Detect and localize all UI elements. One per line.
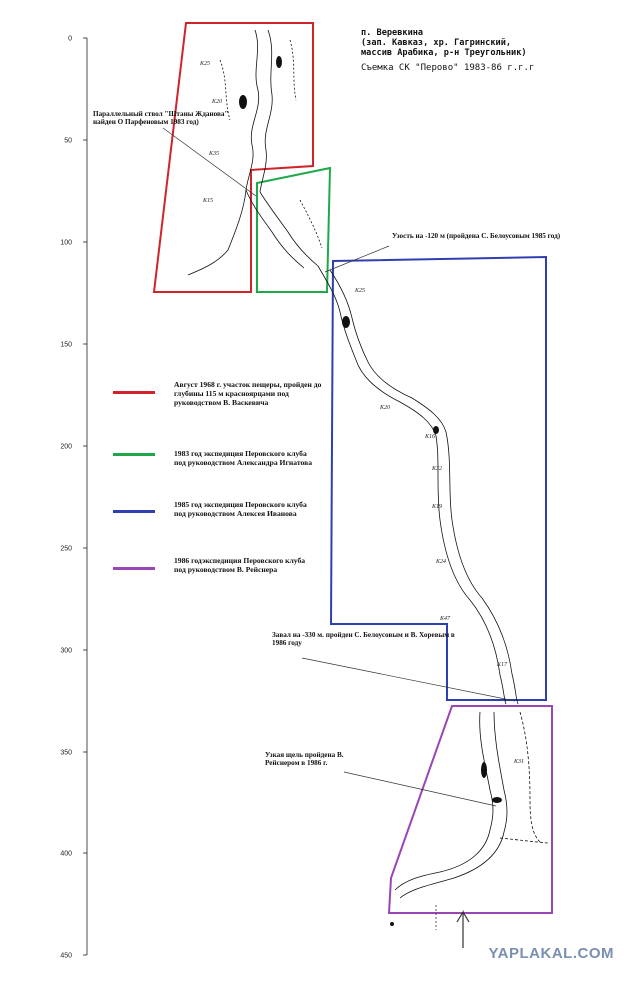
survey-credit: Съемка СК "Перово" 1983-86 г.г.г (361, 63, 535, 73)
legend-swatch-1985 (113, 510, 155, 513)
title-line-1: п. Веревкина (361, 28, 424, 38)
profile-label: К15 (202, 198, 213, 204)
outline-1983 (256, 166, 332, 293)
profile-label: К32 (431, 466, 442, 472)
profile-label: К25 (354, 288, 365, 294)
depth-tick-label: 0 (68, 36, 72, 43)
profile-label: К19 (431, 504, 442, 510)
cave-profile (187, 29, 549, 899)
note-parallel-shaft: Параллельный ствол "Штаны Жданова" найде… (93, 110, 229, 127)
depth-tick-label: 350 (60, 750, 72, 757)
depth-tick-label: 250 (60, 546, 72, 553)
note-narrow-120: Узость на -120 м (пройдена С. Белоусовым… (392, 232, 561, 240)
profile-label: К24 (435, 558, 446, 565)
depth-tick-label: 50 (64, 138, 72, 145)
profile-label: К31 (513, 759, 524, 765)
profile-label: К47 (439, 615, 451, 622)
outline-1968 (152, 22, 314, 293)
continuation-arrow (456, 909, 470, 948)
depth-tick-label: 300 (60, 648, 72, 655)
legend-text-1985: 1985 год экспедиция Перовского клуба под… (174, 500, 307, 518)
legend-text-1986: 1986 годэкспедиция Перовского клуба под … (174, 556, 306, 574)
profile-label: К20 (379, 405, 390, 411)
cave-features (239, 56, 502, 926)
leader-lines (162, 127, 516, 807)
outline-1986 (387, 705, 553, 914)
legend-text-1968: Август 1968 г. участок пещеры, пройден д… (174, 380, 322, 407)
depth-tick-label: 200 (60, 444, 72, 451)
watermark: YAPLAKAL.COM (488, 945, 614, 962)
profile-label: К25 (199, 61, 210, 67)
depth-ticks: 0 50 100 150 200 250 300 350 400 450 (60, 36, 87, 960)
profile-label: К20 (211, 99, 222, 105)
note-collapse-330: Завал на -330 м. пройден С. Белоусовым и… (272, 631, 455, 648)
depth-tick-label: 150 (60, 342, 72, 349)
legend-swatch-1986 (113, 567, 155, 570)
profile-label: К35 (208, 151, 219, 157)
outline-1985 (329, 255, 547, 701)
title-line-2: (зап. Кавказ, хр. Гагринский, (361, 38, 512, 48)
profile-label: К16 (424, 434, 435, 440)
legend-swatch-1968 (113, 391, 155, 394)
note-crack: Узкая щель пройдена В. Рейснером в 1986 … (265, 751, 344, 768)
legend-text-1983: 1983 год экспедиция Перовского клуба под… (174, 449, 312, 467)
profile-label: К17 (496, 662, 508, 668)
title-block: п. Веревкина (зап. Кавказ, хр. Гагрински… (361, 28, 631, 73)
depth-tick-label: 400 (60, 851, 72, 858)
title-line-3: массив Арабика, р-н Треугольник) (361, 48, 527, 58)
depth-tick-label: 100 (60, 240, 72, 247)
depth-tick-label: 450 (60, 953, 72, 960)
legend-swatch-1983 (113, 453, 155, 456)
